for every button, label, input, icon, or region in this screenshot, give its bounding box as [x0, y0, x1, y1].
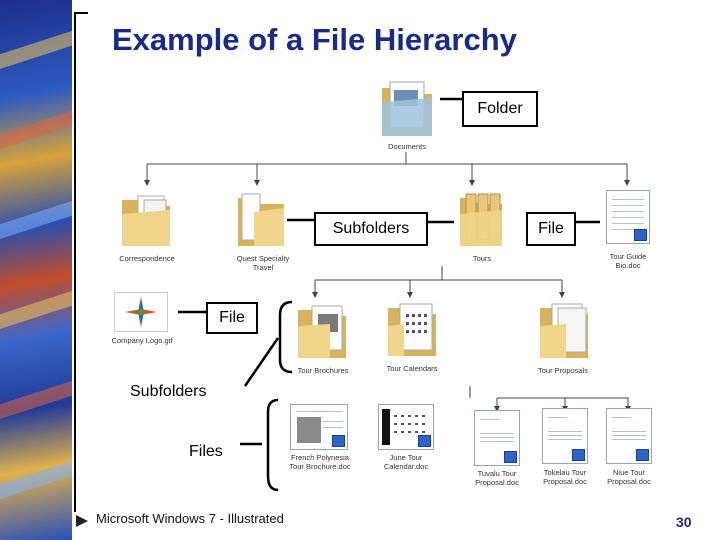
- decorative-strip: [0, 0, 72, 540]
- documents-folder-icon: [382, 81, 432, 136]
- callout-subfolders-top: Subfolders: [314, 212, 428, 246]
- word-doc-icon: [332, 435, 345, 447]
- tour-guide-bio-doc-icon: [606, 190, 650, 244]
- tour-proposals-folder-icon: [540, 303, 588, 358]
- correspondence-folder-icon: [122, 195, 170, 246]
- callout-file-left: File: [206, 302, 258, 334]
- node-tours-label: Tours: [472, 254, 492, 263]
- node-fp-line1: French Polynesia: [291, 453, 349, 462]
- word-doc-icon: [634, 229, 647, 241]
- tuvalu-tour-doc-icon: [474, 410, 520, 466]
- text-line: [323, 421, 343, 422]
- compass-icon: [125, 297, 157, 327]
- node-bio-line2: Bio.doc: [615, 261, 641, 270]
- page-number: 30: [676, 514, 692, 530]
- node-tuvalu-line1: Tuvalu Tour: [477, 469, 517, 478]
- node-june-tour-calendar-label: June Tour Calendar.doc: [372, 453, 440, 471]
- calendar-grid: [394, 415, 425, 433]
- node-tour-brochures-label: Tour Brochures: [297, 366, 349, 375]
- node-documents-label: Documents: [388, 142, 426, 151]
- node-bio-line1: Tour Guide: [609, 252, 647, 261]
- quest-specialty-travel-folder-icon: [238, 193, 284, 246]
- node-niue-line1: Niue Tour: [613, 468, 645, 477]
- callout-file-top: File: [526, 212, 576, 246]
- node-tuvalu-tour-label: Tuvalu Tour Proposal.doc: [466, 469, 528, 487]
- node-june-line2: Calendar.doc: [383, 462, 429, 471]
- node-tokelau-line2: Proposal.doc: [543, 477, 587, 486]
- june-tour-calendar-doc-icon: [378, 404, 434, 450]
- node-fp-line2: Tour Brochure.doc: [289, 462, 351, 471]
- footer-text: Microsoft Windows 7 - Illustrated: [96, 511, 284, 526]
- node-tour-guide-bio-label: Tour Guide Bio.doc: [598, 252, 658, 270]
- niue-tour-doc-icon: [606, 408, 652, 464]
- node-quest-specialty-travel-label: Quest Specialty Travel: [226, 254, 300, 272]
- tour-calendars-folder-icon: [388, 303, 436, 356]
- tour-brochures-folder-icon: [298, 305, 346, 358]
- frame-line-top: [74, 12, 88, 14]
- slide-title: Example of a File Hierarchy: [112, 22, 517, 57]
- frame-line: [74, 12, 76, 512]
- tours-folder-icon: [460, 193, 502, 246]
- node-company-logo-label: Company Logo.gif: [111, 336, 173, 345]
- node-tour-proposals-label: Tour Proposals: [537, 366, 589, 375]
- word-doc-icon: [572, 449, 585, 461]
- node-niue-tour-label: Niue Tour Proposal.doc: [598, 468, 660, 486]
- word-doc-icon: [504, 451, 517, 463]
- node-tour-calendars-label: Tour Calendars: [386, 364, 438, 373]
- node-tokelau-tour-label: Tokelau Tour Proposal.doc: [532, 468, 598, 486]
- photo-thumbnail: [297, 417, 321, 443]
- node-quest-line2: Travel: [252, 263, 274, 272]
- node-tokelau-line1: Tokelau Tour: [543, 468, 587, 477]
- node-correspondence-label: Correspondence: [119, 254, 175, 263]
- company-logo-image: [114, 292, 168, 332]
- tokelau-tour-doc-icon: [542, 408, 588, 464]
- node-niue-line2: Proposal.doc: [607, 477, 651, 486]
- callout-files-left: Files: [189, 443, 223, 460]
- text-line: [323, 427, 343, 428]
- word-doc-icon: [418, 435, 431, 447]
- callout-folder: Folder: [462, 91, 538, 127]
- french-polynesia-doc-icon: [290, 404, 348, 450]
- callout-subfolders-left: Subfolders: [130, 383, 207, 400]
- node-june-line1: June Tour: [389, 453, 423, 462]
- node-french-polynesia-label: French Polynesia Tour Brochure.doc: [282, 453, 358, 471]
- footer-arrow-icon: [76, 515, 88, 527]
- word-doc-icon: [636, 449, 649, 461]
- calendar-spine: [382, 409, 390, 445]
- node-tuvalu-line2: Proposal.doc: [475, 478, 519, 487]
- node-quest-line1: Quest Specialty: [236, 254, 290, 263]
